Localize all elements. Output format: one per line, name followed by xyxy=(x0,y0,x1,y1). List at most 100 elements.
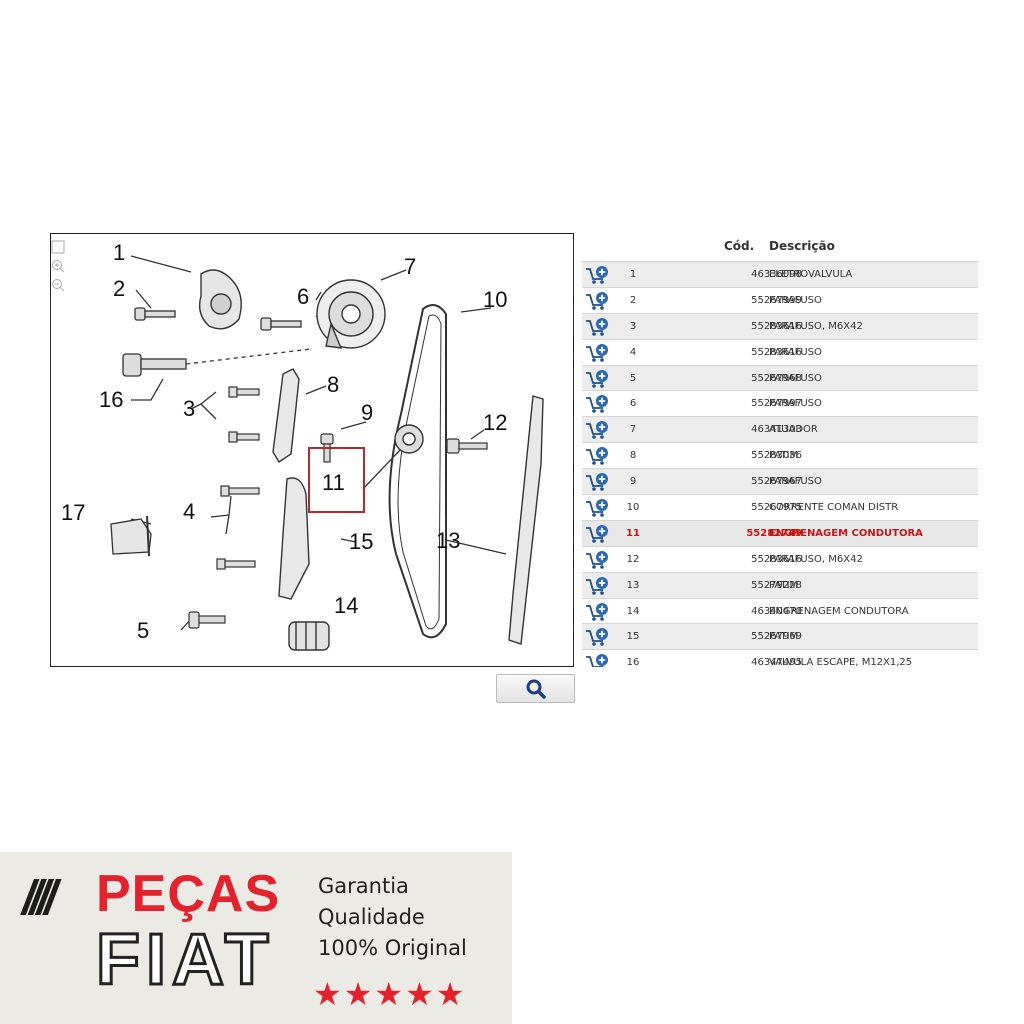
row-code: 55267997 xyxy=(751,398,802,410)
cart-add-icon[interactable] xyxy=(584,498,610,518)
zoom-out-icon[interactable] xyxy=(51,278,65,292)
callout-7[interactable]: 7 xyxy=(404,254,417,279)
part-15-patim xyxy=(278,477,310,600)
row-number: 9 xyxy=(629,476,637,488)
callout-5[interactable]: 5 xyxy=(137,618,150,643)
row-code: 55283036 xyxy=(751,450,802,462)
callout-15[interactable]: 15 xyxy=(349,529,374,554)
callout-12[interactable]: 12 xyxy=(483,410,508,435)
row-number: 13 xyxy=(626,579,640,591)
row-number: 14 xyxy=(626,605,640,617)
part-17-bracket xyxy=(110,515,152,557)
callout-4[interactable]: 4 xyxy=(183,499,196,524)
row-description: PARAFUSO xyxy=(769,398,822,410)
part-8-patim xyxy=(272,368,300,463)
part-7-atuador xyxy=(316,279,386,349)
row-number: 15 xyxy=(626,631,640,643)
cart-add-icon[interactable] xyxy=(584,265,610,285)
cart-add-icon[interactable] xyxy=(584,394,610,414)
cart-add-icon[interactable] xyxy=(584,369,610,389)
cart-add-icon[interactable] xyxy=(584,550,610,570)
fit-icon[interactable] xyxy=(51,240,65,254)
row-description: ELETROVALVULA xyxy=(769,269,853,280)
row-code: 46347495 xyxy=(751,657,802,667)
row-number: 8 xyxy=(629,450,637,462)
row-number: 3 xyxy=(629,320,637,332)
row-code: 55282749 xyxy=(746,527,802,539)
tagline-3: 100% Original xyxy=(318,936,467,960)
cart-add-icon[interactable] xyxy=(584,524,610,544)
cart-add-icon[interactable] xyxy=(584,653,610,667)
cart-add-icon[interactable] xyxy=(584,446,610,466)
selection-highlight-box xyxy=(308,447,365,513)
row-number: 12 xyxy=(626,553,640,565)
brand-name-line2: FIAT xyxy=(95,920,275,1000)
row-code: 55267999 xyxy=(751,294,802,306)
cart-add-icon[interactable] xyxy=(584,627,610,647)
callout-6[interactable]: 6 xyxy=(297,284,310,309)
brand-slashes: //// xyxy=(22,872,57,925)
table-header: Cód. Descrição xyxy=(582,228,978,262)
cart-add-icon[interactable] xyxy=(584,420,610,440)
callout-3[interactable]: 3 xyxy=(183,396,196,421)
row-description: PATIM xyxy=(769,450,799,462)
part-14-engrenagem xyxy=(288,621,330,651)
col-header-desc: Descrição xyxy=(769,239,835,253)
callout-16[interactable]: 16 xyxy=(99,387,124,412)
brand-name-line1: PEÇAS xyxy=(96,865,281,923)
cart-add-icon[interactable] xyxy=(584,317,610,337)
row-description: PATIM xyxy=(769,631,799,643)
zoom-button[interactable] xyxy=(496,674,575,703)
callout-13[interactable]: 13 xyxy=(436,528,461,553)
row-number: 5 xyxy=(629,372,637,384)
row-description: ENGRENAGEM CONDUTORA xyxy=(769,527,923,539)
cart-add-icon[interactable] xyxy=(584,472,610,492)
cart-add-icon[interactable] xyxy=(584,291,610,311)
row-number: 10 xyxy=(626,502,640,514)
callout-10[interactable]: 10 xyxy=(483,287,508,312)
row-number: 7 xyxy=(629,424,637,436)
callout-17[interactable]: 17 xyxy=(61,500,86,525)
row-code: 55267968 xyxy=(751,372,802,384)
row-description: PARAFUSO, M6X42 xyxy=(769,553,863,565)
part-11-engrenagem xyxy=(394,424,424,454)
callout-11[interactable]: 11 xyxy=(322,470,345,495)
parts-diagram[interactable]: 1 2 3 4 5 6 7 8 9 10 11 12 13 14 15 16 1… xyxy=(50,233,574,667)
callout-8[interactable]: 8 xyxy=(327,372,340,397)
cart-add-icon[interactable] xyxy=(584,576,610,596)
callout-9[interactable]: 9 xyxy=(361,400,374,425)
part-3-bolts xyxy=(228,386,260,443)
callout-1[interactable]: 1 xyxy=(113,240,126,265)
callout-2[interactable]: 2 xyxy=(113,276,126,301)
row-number: 16 xyxy=(626,657,640,667)
cart-add-icon[interactable] xyxy=(584,602,610,622)
zoom-in-icon[interactable] xyxy=(51,259,65,273)
part-4-bolts xyxy=(216,485,260,570)
tagline-2: Qualidade xyxy=(318,905,425,929)
row-description: VALVULA ESCAPE, M12X1,25 xyxy=(769,657,913,667)
row-code: 46336098 xyxy=(751,269,802,280)
row-description: PARAFUSO xyxy=(769,372,822,384)
callout-14[interactable]: 14 xyxy=(334,593,359,618)
cart-add-icon[interactable] xyxy=(584,343,610,363)
row-code: 55279228 xyxy=(751,579,802,591)
row-code: 46340470 xyxy=(751,605,802,617)
